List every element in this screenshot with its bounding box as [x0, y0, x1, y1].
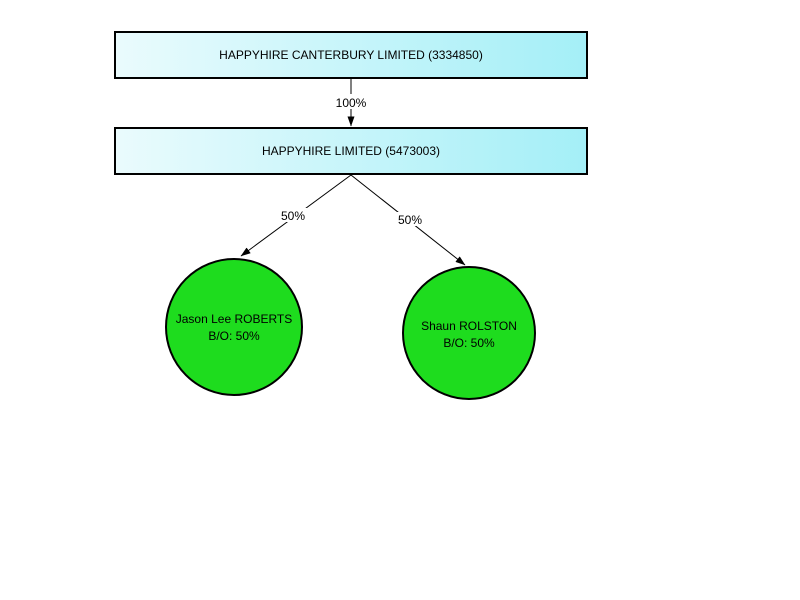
- person-ownership-right: B/O: 50%: [443, 336, 495, 350]
- company-node-subsidiary-label: HAPPYHIRE LIMITED (5473003): [262, 144, 440, 158]
- edge-label-bg: [397, 212, 424, 226]
- edge-label-bg: [333, 94, 369, 109]
- person-ownership-left: B/O: 50%: [208, 329, 260, 343]
- person-name-right: Shaun ROLSTON: [421, 319, 517, 333]
- person-node-right[interactable]: [402, 266, 536, 400]
- company-node-parent[interactable]: [114, 31, 588, 79]
- edge-label-bg: [280, 208, 307, 222]
- edge-label-50pct-left: 50%: [281, 209, 305, 223]
- person-node-left[interactable]: [165, 258, 303, 396]
- edge-label-50pct-right: 50%: [398, 213, 422, 227]
- company-node-parent-label: HAPPYHIRE CANTERBURY LIMITED (3334850): [219, 48, 483, 62]
- company-node-subsidiary[interactable]: [114, 127, 588, 175]
- edge-label-100pct: 100%: [336, 96, 367, 110]
- person-name-left: Jason Lee ROBERTS: [176, 312, 293, 326]
